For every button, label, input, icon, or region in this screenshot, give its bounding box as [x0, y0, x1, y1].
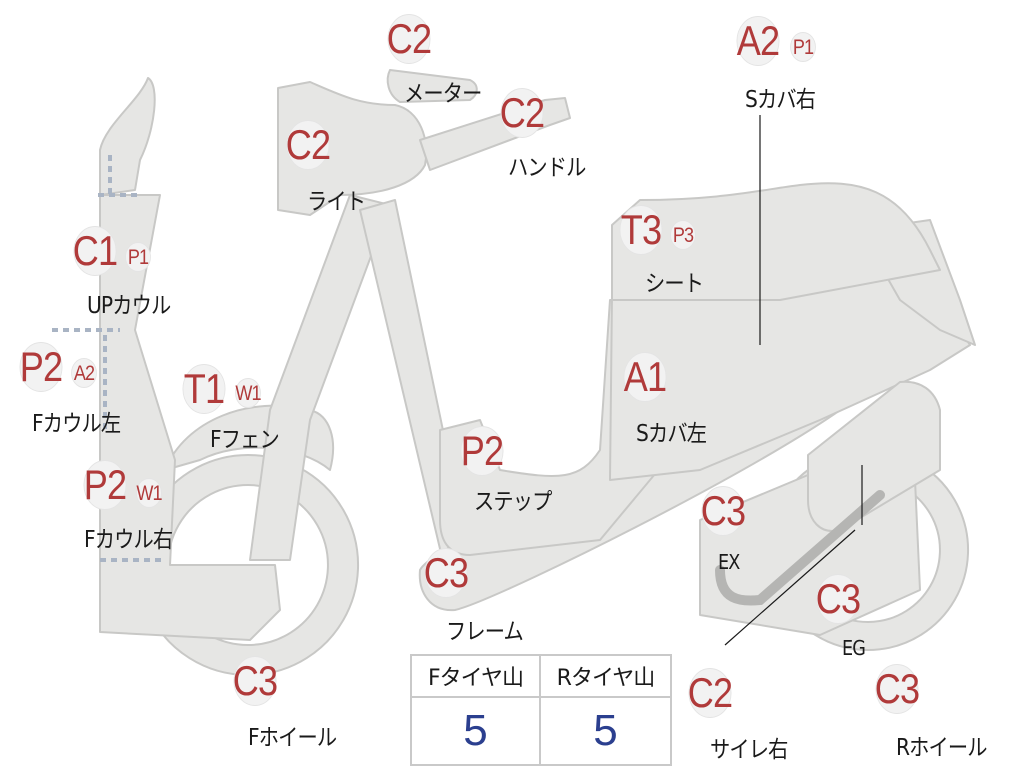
engine-grade-badge: C3	[815, 574, 861, 624]
step-label: ステップ	[474, 489, 552, 515]
muffler-right-label: サイレ右	[710, 737, 788, 763]
meter-shape	[386, 69, 478, 103]
up-cowl-shape	[99, 77, 156, 196]
front-tire-value[interactable]: 5	[412, 698, 541, 764]
front-wheel-grade-badge: C3	[232, 656, 278, 706]
rear-tire-header: Rタイヤ山	[541, 656, 670, 698]
muffler-right-grade-badge: C2	[687, 668, 733, 718]
front-fender-label: Fフェン	[210, 427, 280, 453]
side-cover-right-label: Sカバ右	[745, 87, 816, 113]
rear-wheel-label: Rホイール	[896, 735, 988, 761]
meter-label: メーター	[404, 81, 482, 107]
exhaust-grade-badge: C3	[700, 486, 746, 536]
seat-shape	[611, 182, 941, 301]
muffler-right-leader-diagonal	[724, 529, 856, 646]
front-cowl-right-label: Fカウル右	[84, 527, 173, 553]
exhaust-label: EX	[718, 550, 740, 574]
handle-label: ハンドル	[508, 155, 586, 181]
side-cover-left-grade-badge: A1	[623, 352, 667, 402]
light-label: ライト	[307, 189, 366, 215]
seat-sub-badge: P3	[670, 220, 696, 250]
side-cover-left-label: Sカバ左	[636, 421, 707, 447]
front-cowl-right-grade-badge: P2	[83, 460, 127, 510]
up-cowl-sub-badge: P1	[125, 242, 151, 272]
meter-grade-badge: C2	[386, 14, 432, 64]
front-tire-header: Fタイヤ山	[412, 656, 541, 698]
front-fender-grade-badge: T1	[182, 364, 226, 414]
muffler-shape	[807, 380, 941, 532]
light-grade-badge: C2	[285, 120, 331, 170]
handle-grade-badge: C2	[499, 88, 545, 138]
up-cowl-label: UPカウル	[87, 293, 171, 319]
front-cowl-left-label: Fカウル左	[32, 411, 121, 437]
rear-wheel-grade-badge: C3	[874, 664, 920, 714]
frame-label: フレーム	[446, 619, 524, 645]
seat-grade-badge: T3	[619, 205, 663, 255]
frame-grade-badge: C3	[423, 548, 469, 598]
front-fender-sub-badge: W1	[235, 378, 262, 408]
tire-tread-table: Fタイヤ山 Rタイヤ山 5 5	[410, 654, 672, 766]
side-cover-right-grade-badge: A2	[736, 16, 780, 66]
seat-label: シート	[645, 271, 704, 297]
front-cowl-right-sub-badge: W1	[136, 478, 163, 508]
exhaust-pipe-shape	[715, 490, 885, 606]
step-grade-badge: P2	[460, 426, 504, 476]
light-shape	[277, 81, 428, 216]
front-cowl-left-sub-badge: A2	[71, 358, 97, 388]
front-cowl-left-grade-badge: P2	[19, 342, 63, 392]
side-cover-right-sub-badge: P1	[790, 32, 816, 62]
front-wheel-label: Fホイール	[248, 725, 337, 751]
engine-label: EG	[842, 636, 866, 660]
rear-tire-value[interactable]: 5	[593, 706, 618, 755]
up-cowl-grade-badge: C1	[72, 226, 118, 276]
